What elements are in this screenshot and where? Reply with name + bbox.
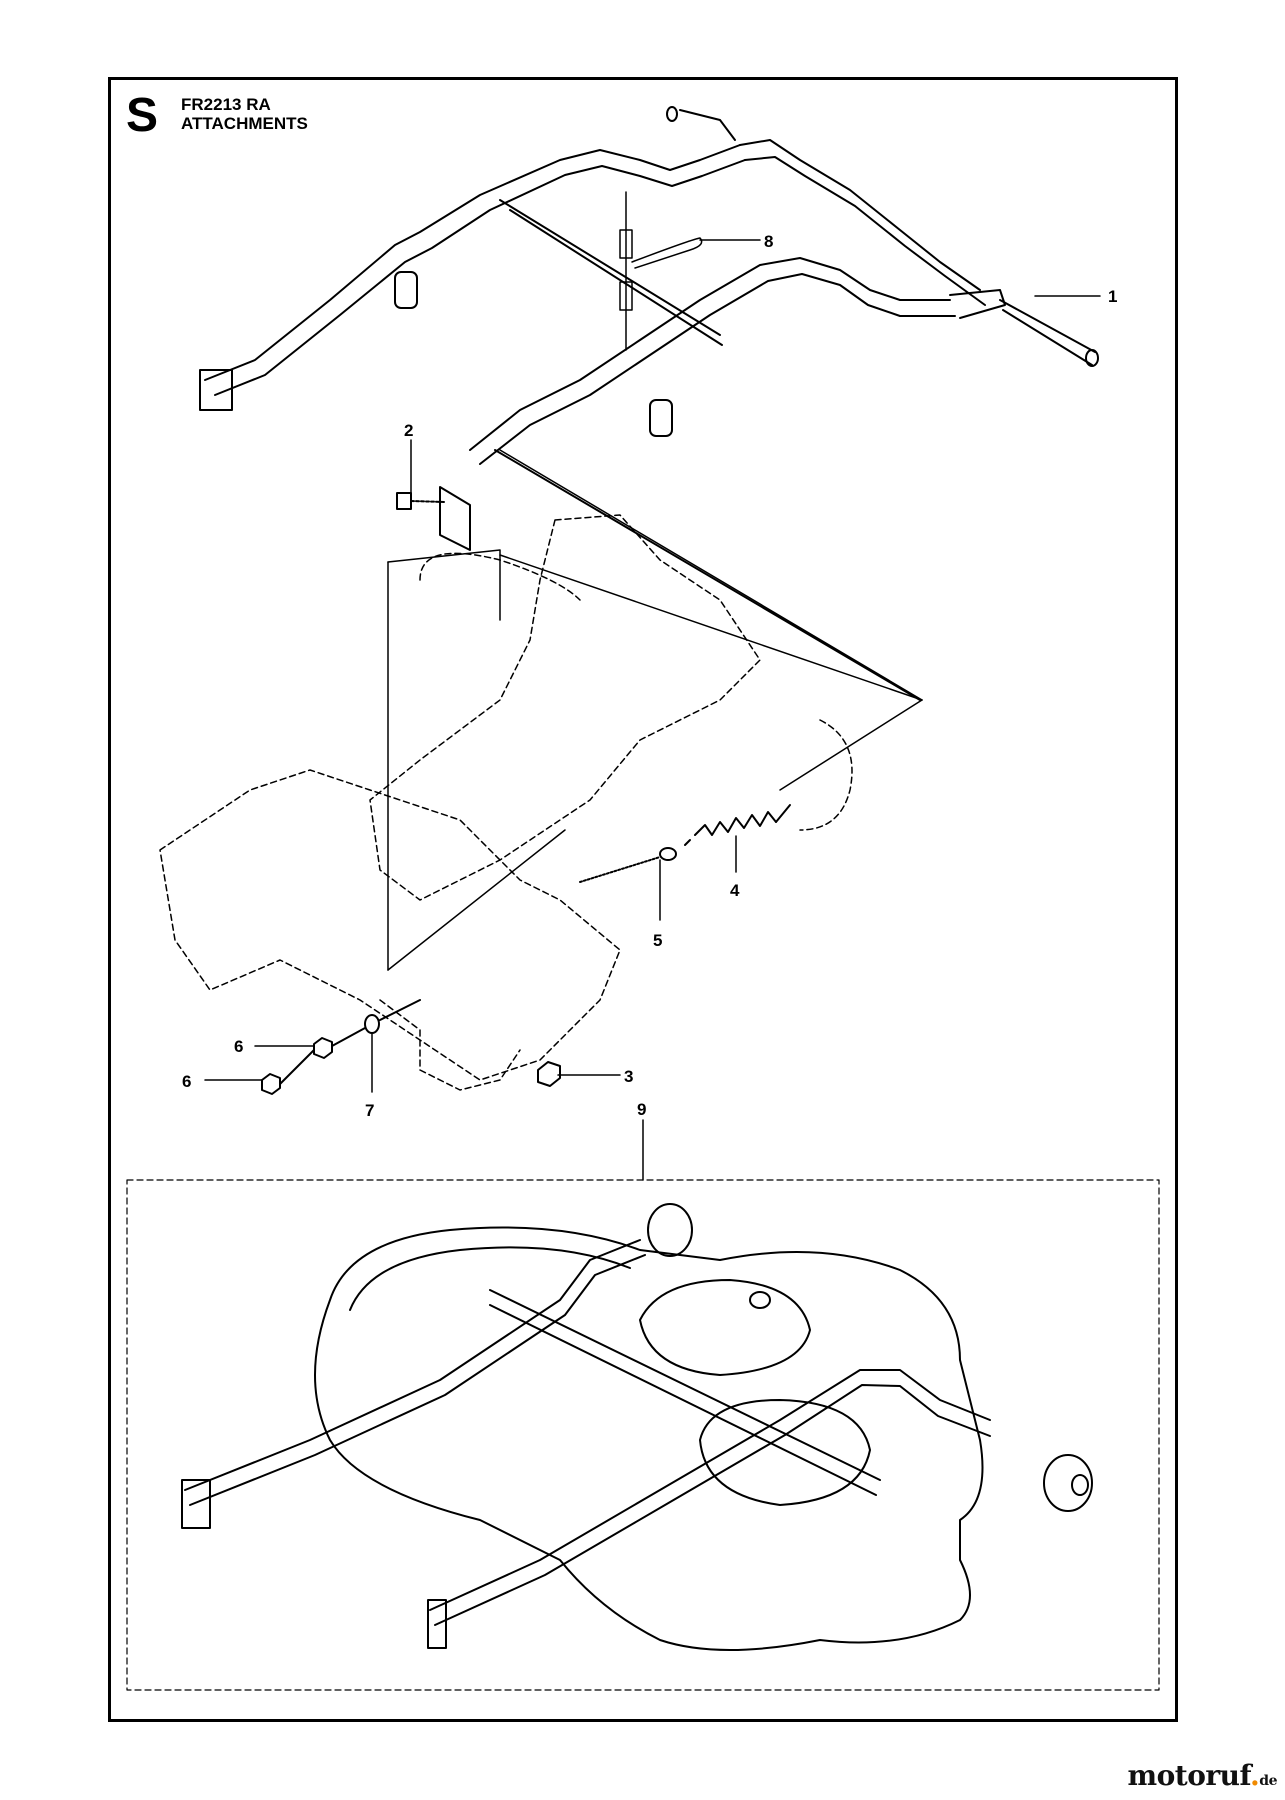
diagram-frame xyxy=(108,77,1178,1722)
eyebolt-part-5 xyxy=(579,847,677,883)
callout-9: 9 xyxy=(637,1100,646,1119)
watermark-brand: motoruf xyxy=(1127,1759,1251,1792)
watermark-tld: de xyxy=(1259,1773,1277,1789)
hairpin-part-8 xyxy=(619,191,703,351)
section-letter: S xyxy=(126,89,159,142)
callout-8: 8 xyxy=(764,232,773,251)
model-code: FR2213 RA xyxy=(181,95,271,114)
callout-5: 5 xyxy=(653,931,662,950)
callout-6-upper: 6 xyxy=(234,1037,243,1056)
chassis-reference xyxy=(159,514,853,1091)
callout-1: 1 xyxy=(1108,287,1117,306)
watermark-logo: motoruf.de xyxy=(1127,1759,1277,1792)
watermark-dot: . xyxy=(1250,1759,1260,1792)
callout-3: 3 xyxy=(624,1067,633,1086)
section-title: ATTACHMENTS xyxy=(181,114,308,133)
spring-part-4 xyxy=(684,804,791,846)
leader-lines xyxy=(204,239,1101,1181)
callout-2: 2 xyxy=(404,421,413,440)
callout-6-lower: 6 xyxy=(182,1072,191,1091)
lift-frame-part-1 xyxy=(199,106,1099,701)
fasteners-parts-3-6-7 xyxy=(261,999,561,1095)
callout-4: 4 xyxy=(730,881,740,900)
bolt-bracket-part-2 xyxy=(396,486,471,551)
mower-deck-part-9 xyxy=(181,1203,1093,1651)
reference-lines xyxy=(387,449,923,971)
callout-7: 7 xyxy=(365,1101,374,1120)
